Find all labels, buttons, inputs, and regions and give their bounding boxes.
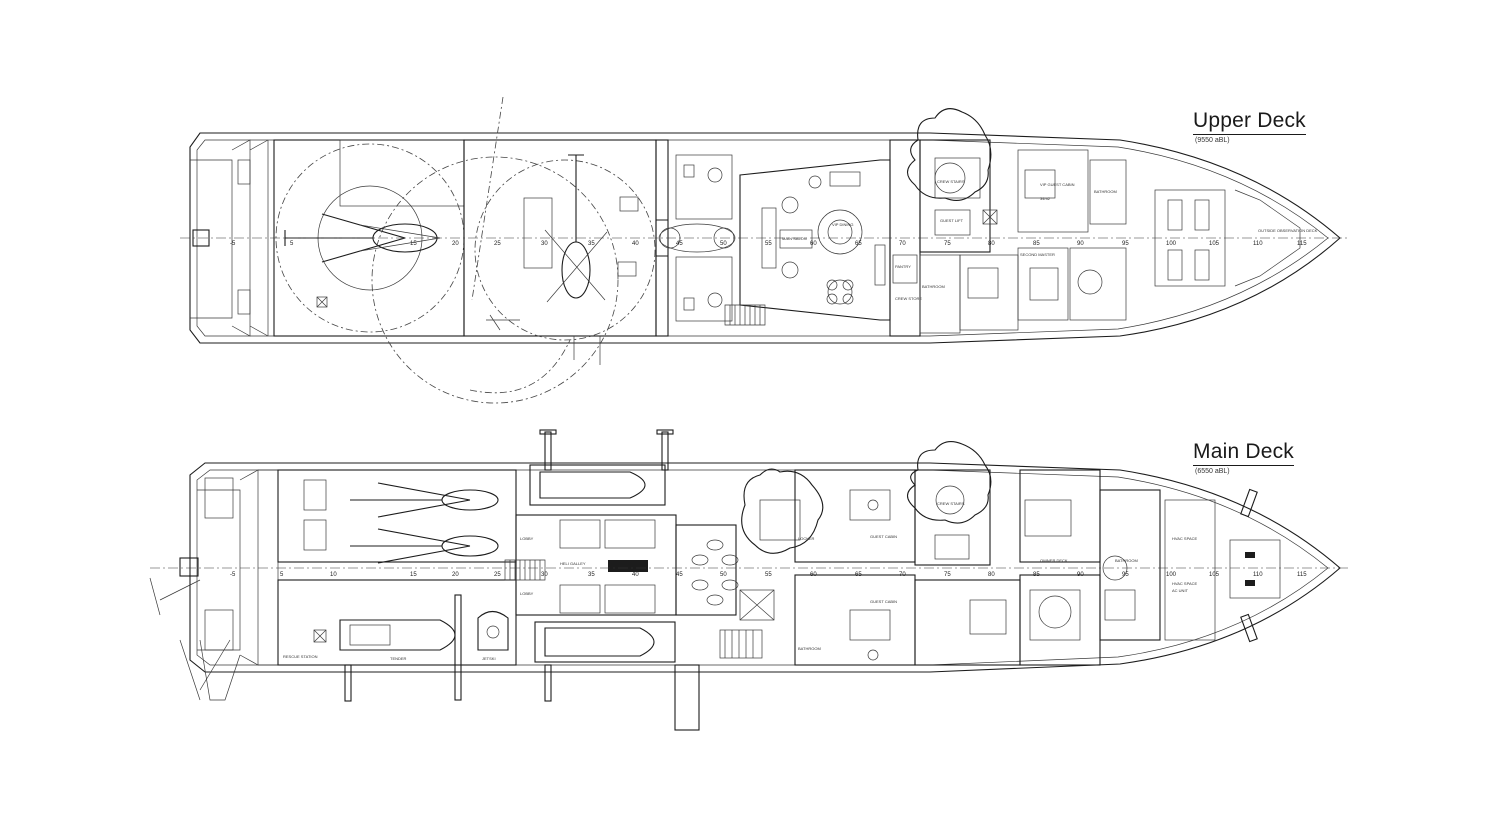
main-lobby2-label: LOBBY	[520, 591, 534, 596]
frame-number-label: 5	[290, 241, 294, 247]
frame-number-label: 35	[588, 572, 595, 578]
frame-number-label: 30	[541, 572, 548, 578]
frame-number-label: 35	[588, 241, 595, 247]
frame-number-label: 75	[944, 241, 951, 247]
frame-number-label: 45	[676, 572, 683, 578]
upper-deck-title: Upper Deck	[1193, 109, 1306, 135]
frame-number-label: 80	[988, 572, 995, 578]
frame-number-label: 85	[1033, 572, 1040, 578]
frame-number-label: 40	[632, 572, 639, 578]
frame-number-label: 80	[988, 241, 995, 247]
upper-vip-area-label: 34m2	[1040, 196, 1051, 201]
main-ac-unit-label: AC UNIT	[1172, 588, 1189, 593]
frame-number-label: 15	[410, 572, 417, 578]
frame-number-label: 40	[632, 241, 639, 247]
main-bathroom2-label: BATHROOM	[1115, 558, 1138, 563]
main-galley-label: HELI GALLEY	[560, 561, 586, 566]
upper-frame-numbers: -5 5 15 20 25 30 35 40 45 50 55 60 65 70…	[230, 241, 1307, 247]
main-frame-numbers: -5 5 10 15 20 25 30 35 40 45 50 55 60 65…	[230, 572, 1307, 578]
jetski-icon	[477, 610, 509, 651]
frame-number-label: 75	[944, 572, 951, 578]
frame-number-label: -5	[230, 572, 236, 578]
main-rescue-label: RESCUE STATION	[283, 654, 318, 659]
upper-vip-dining-label: VIP DINING	[832, 222, 854, 227]
helicopter-icon	[350, 482, 499, 518]
upper-guest-lift-label: GUEST LIFT	[940, 218, 964, 223]
frame-number-label: 50	[720, 572, 727, 578]
frame-number-label: 115	[1297, 572, 1307, 578]
upper-deck-plan: MAIN SALON VIP DINING CREW STAIRS GUEST …	[180, 96, 1350, 404]
upper-bathroom2-label: BATHROOM	[1094, 189, 1117, 194]
helicopter-icon	[350, 528, 499, 564]
upper-vip-cabin-label: VIP GUEST CABIN	[1040, 182, 1075, 187]
frame-number-label: 25	[494, 241, 501, 247]
frame-number-label: 70	[899, 241, 906, 247]
frame-number-label: 30	[541, 241, 548, 247]
main-crew-stairs-label: CREW STAIRS	[937, 501, 965, 506]
upper-second-master-label: SECOND MASTER	[1020, 252, 1055, 257]
frame-number-label: 15	[410, 241, 417, 247]
upper-main-salon-label: MAIN SALON	[782, 236, 807, 241]
main-hvac-label: HVAC SPACE	[1172, 536, 1198, 541]
upper-pantry-label: PANTRY	[895, 264, 911, 269]
main-lobby-label: LOBBY	[520, 536, 534, 541]
frame-number-label: 65	[855, 572, 862, 578]
frame-number-label: 60	[810, 572, 817, 578]
frame-number-label: 90	[1077, 572, 1084, 578]
frame-number-label: 20	[452, 241, 459, 247]
frame-number-label: 65	[855, 241, 862, 247]
main-deck-elevation: (6550 aBL)	[1195, 468, 1230, 475]
main-deck-title: Main Deck	[1193, 440, 1294, 466]
main-tender-label: TENDER	[390, 656, 407, 661]
main-locker-label: LOCKER	[798, 536, 815, 541]
frame-number-label: 95	[1122, 241, 1129, 247]
frame-number-label: 60	[810, 241, 817, 247]
frame-number-label: 5	[280, 572, 284, 578]
frame-number-label: 25	[494, 572, 501, 578]
helicopter-icon	[544, 154, 608, 303]
frame-number-label: 115	[1297, 241, 1307, 247]
frame-number-label: 70	[899, 572, 906, 578]
main-owner-label: OWNER DECK	[1040, 558, 1068, 563]
frame-number-label: 95	[1122, 572, 1129, 578]
frame-number-label: 50	[720, 241, 727, 247]
main-deck-plan: TENDER JETSKI RESCUE STATION LOBBY LOBBY…	[149, 429, 1350, 731]
frame-number-label: 45	[676, 241, 683, 247]
frame-number-label: 90	[1077, 241, 1084, 247]
main-hvac2-label: HVAC SPACE	[1172, 581, 1198, 586]
frame-number-label: 10	[330, 572, 337, 578]
frame-number-label: 55	[765, 241, 772, 247]
upper-crew-stairs-label: CREW STAIRS	[937, 179, 965, 184]
frame-number-label: 110	[1253, 241, 1263, 247]
upper-deck-hull-outline	[189, 132, 1341, 344]
upper-crew-store-label: CREW STORE	[895, 296, 922, 301]
upper-deck-elevation: (9550 aBL)	[1195, 137, 1230, 144]
frame-number-label: 105	[1209, 572, 1220, 578]
frame-number-label: 100	[1166, 572, 1177, 578]
frame-number-label: 105	[1209, 241, 1220, 247]
main-jetski-label: JETSKI	[482, 656, 496, 661]
frame-number-label: 100	[1166, 241, 1177, 247]
upper-bathroom-label: BATHROOM	[922, 284, 945, 289]
frame-number-label: -5	[230, 241, 236, 247]
upper-outside-deck-label: OUTSIDE OBSERVATION DECK	[1258, 228, 1318, 233]
main-bathroom-label: BATHROOM	[798, 646, 821, 651]
main-guest-cabin-label: GUEST CABIN	[870, 534, 897, 539]
main-deck-hull-outline	[189, 462, 1341, 673]
frame-number-label: 85	[1033, 241, 1040, 247]
frame-number-label: 110	[1253, 572, 1263, 578]
main-guest-cabin2-label: GUEST CABIN	[870, 599, 897, 604]
tender-boat-icon	[339, 619, 456, 651]
frame-number-label: 55	[765, 572, 772, 578]
frame-number-label: 20	[452, 572, 459, 578]
